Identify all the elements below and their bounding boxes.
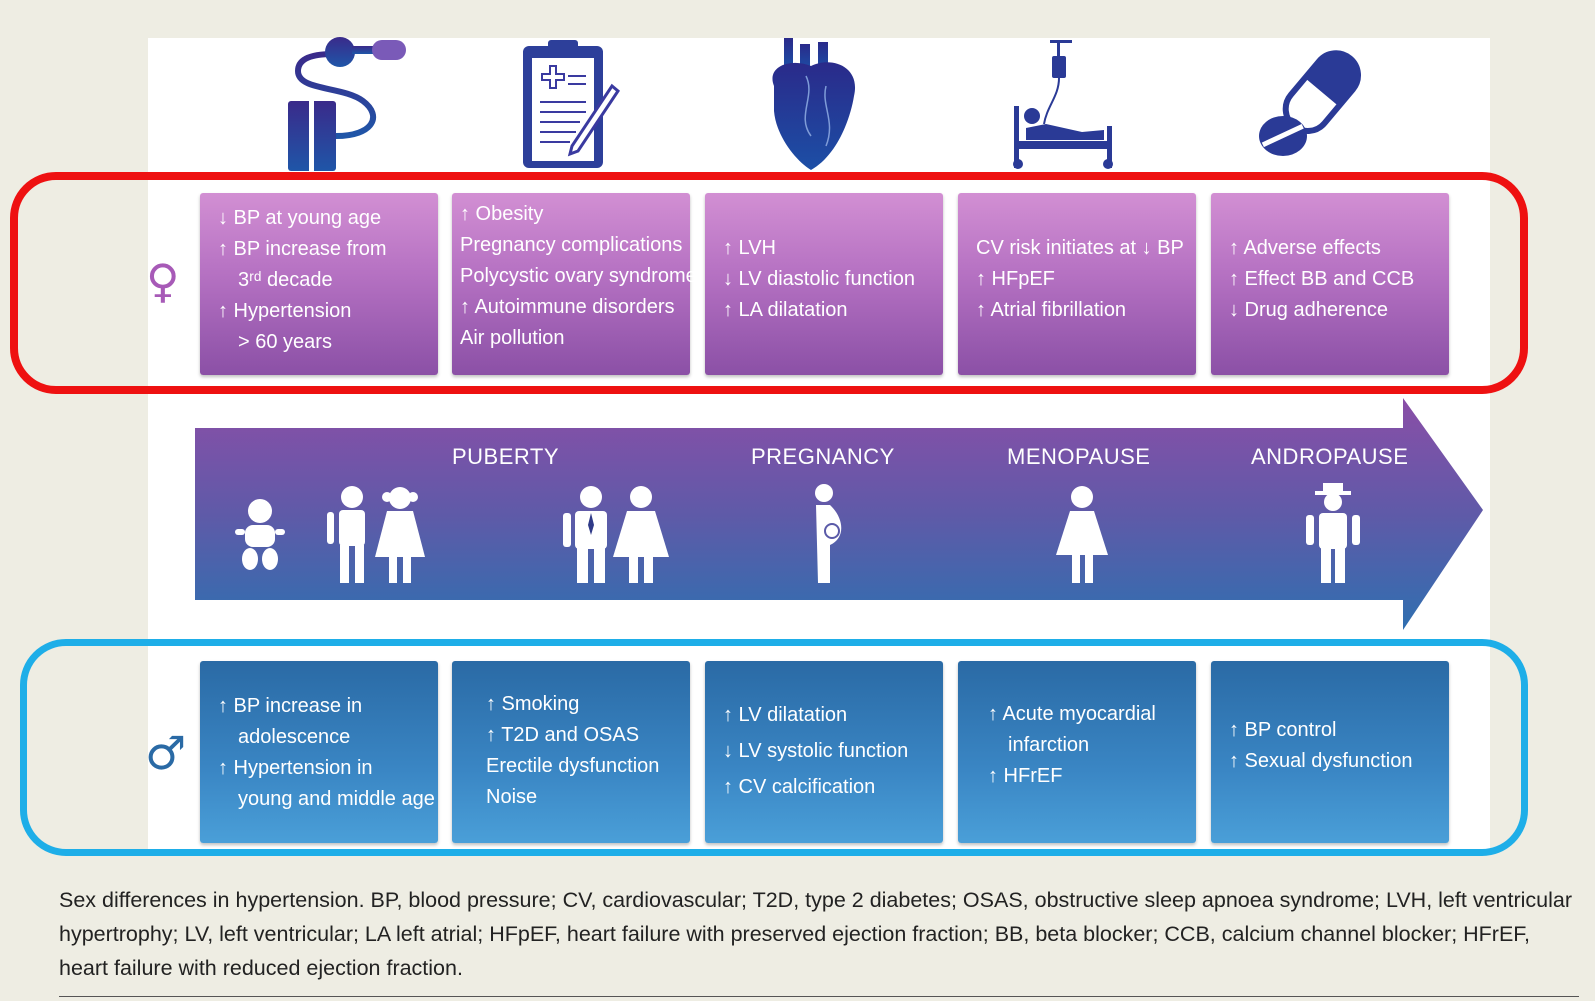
pregnant-woman-icon (815, 484, 842, 583)
pills-icon (1257, 36, 1362, 171)
stage-andropause: ANDROPAUSE (1251, 444, 1409, 469)
male-box-risk-factors: ↑ Smoking ↑ T2D and OSAS Erectile dysfun… (452, 661, 690, 843)
male-box-age: ↑ BP increase in adolescence ↑ Hypertens… (200, 661, 438, 843)
man-icon (1306, 483, 1360, 583)
clipboard-icon (520, 36, 620, 171)
adult-couple-icon (563, 486, 669, 583)
stage-menopause: MENOPAUSE (1007, 444, 1151, 469)
children-icon (327, 486, 425, 583)
male-box-outcomes: ↑ Acute myocardial infarction ↑ HFrEF (958, 661, 1196, 843)
heart-icon (766, 36, 861, 171)
male-symbol-icon: ♂ (145, 726, 187, 780)
female-box-treatment: ↑ Adverse effects ↑ Effect BB and CCB ↓ … (1211, 193, 1449, 375)
male-highlight-frame (20, 639, 1528, 856)
male-box-cardiac: ↑ LV dilatation ↓ LV systolic function ↑… (705, 661, 943, 843)
caption-divider (59, 996, 1579, 997)
stage-pregnancy: PREGNANCY (751, 444, 895, 469)
hospital-bed-icon (1012, 36, 1117, 171)
female-box-age: ↓ BP at young age ↑ BP increase from 3ʳᵈ… (200, 193, 438, 375)
stage-puberty: PUBERTY (452, 444, 560, 469)
life-stage-arrow (195, 398, 1483, 630)
figure-caption: Sex differences in hypertension. BP, blo… (59, 888, 1572, 980)
woman-icon (1056, 486, 1108, 583)
female-box-risk-factors: ↑ Obesity Pregnancy complications Polycy… (452, 193, 697, 375)
male-box-treatment: ↑ BP control ↑ Sexual dysfunction (1211, 661, 1449, 843)
female-box-cardiac: ↑ LVH ↓ LV diastolic function ↑ LA dilat… (705, 193, 943, 375)
baby-icon (235, 499, 285, 570)
female-symbol-icon: ♀ (146, 254, 180, 308)
female-highlight-frame (10, 172, 1528, 394)
female-box-outcomes: CV risk initiates at ↓ BP ↑ HFpEF ↑ Atri… (958, 193, 1196, 375)
blood-pressure-cuff-icon (288, 36, 408, 171)
